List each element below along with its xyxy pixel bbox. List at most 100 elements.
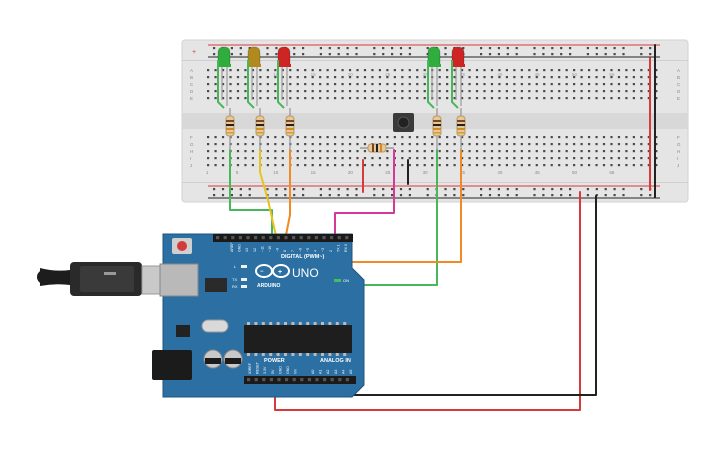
breadboard-hole[interactable] (632, 150, 635, 153)
breadboard-rail-hole[interactable] (399, 53, 403, 56)
breadboard-hole[interactable] (528, 143, 531, 146)
breadboard-rail-hole[interactable] (488, 47, 492, 50)
breadboard-hole[interactable] (498, 76, 501, 79)
breadboard-rail-hole[interactable] (640, 47, 643, 50)
breadboard-hole[interactable] (371, 83, 374, 86)
breadboard-rail-hole[interactable] (444, 188, 447, 191)
breadboard-hole[interactable] (371, 76, 374, 79)
breadboard-hole[interactable] (311, 136, 314, 139)
breadboard-rail-hole[interactable] (346, 194, 349, 197)
breadboard-hole[interactable] (386, 76, 389, 79)
breadboard-hole[interactable] (438, 97, 441, 100)
breadboard-hole[interactable] (348, 76, 352, 79)
breadboard-hole[interactable] (513, 97, 516, 100)
breadboard-rail-hole[interactable] (293, 194, 296, 197)
breadboard-hole[interactable] (266, 90, 269, 93)
pushbutton[interactable] (393, 113, 414, 132)
breadboard-hole[interactable] (573, 143, 576, 146)
breadboard-hole[interactable] (446, 143, 449, 146)
breadboard-hole[interactable] (371, 69, 374, 72)
breadboard-hole[interactable] (207, 143, 210, 146)
breadboard-hole[interactable] (296, 90, 299, 93)
breadboard-hole[interactable] (505, 83, 508, 86)
breadboard-hole[interactable] (423, 143, 426, 146)
breadboard-hole[interactable] (550, 69, 553, 72)
breadboard-hole[interactable] (573, 69, 576, 72)
breadboard-hole[interactable] (647, 90, 650, 93)
breadboard-hole[interactable] (356, 157, 359, 160)
breadboard-hole[interactable] (475, 136, 479, 139)
breadboard-rail-hole[interactable] (649, 47, 652, 50)
breadboard-hole[interactable] (236, 164, 240, 167)
breadboard-hole[interactable] (498, 157, 501, 160)
breadboard-hole[interactable] (438, 136, 441, 139)
breadboard-hole[interactable] (408, 83, 411, 86)
breadboard-rail-hole[interactable] (302, 47, 305, 50)
breadboard-hole[interactable] (602, 143, 606, 146)
breadboard-rail-hole[interactable] (551, 53, 554, 56)
breadboard-rail-hole[interactable] (275, 194, 278, 197)
breadboard-hole[interactable] (311, 69, 314, 72)
breadboard-hole[interactable] (319, 143, 322, 146)
led-red-2[interactable] (451, 46, 465, 109)
breadboard-hole[interactable] (236, 97, 240, 100)
breadboard-rail-hole[interactable] (453, 188, 456, 191)
breadboard-hole[interactable] (281, 164, 284, 167)
breadboard-hole[interactable] (408, 150, 411, 153)
breadboard-hole[interactable] (558, 90, 561, 93)
breadboard-hole[interactable] (401, 164, 404, 167)
breadboard-hole[interactable] (281, 97, 284, 100)
breadboard-hole[interactable] (236, 157, 240, 160)
breadboard-hole[interactable] (453, 157, 456, 160)
breadboard-hole[interactable] (236, 76, 240, 79)
breadboard-rail-hole[interactable] (569, 47, 572, 50)
breadboard-rail-hole[interactable] (622, 188, 625, 191)
breadboard-hole[interactable] (632, 157, 635, 160)
breadboard-hole[interactable] (558, 136, 561, 139)
breadboard-rail-hole[interactable] (328, 188, 331, 191)
breadboard-hole[interactable] (378, 97, 382, 100)
breadboard-hole[interactable] (587, 83, 591, 86)
breadboard-hole[interactable] (244, 164, 247, 167)
breadboard-rail-hole[interactable] (453, 194, 456, 197)
breadboard-hole[interactable] (528, 83, 531, 86)
breadboard-hole[interactable] (296, 136, 299, 139)
breadboard-hole[interactable] (602, 90, 606, 93)
breadboard-hole[interactable] (543, 150, 546, 153)
breadboard-hole[interactable] (595, 150, 598, 153)
breadboard-hole[interactable] (558, 83, 561, 86)
breadboard-rail-hole[interactable] (560, 53, 563, 56)
breadboard-rail-hole[interactable] (319, 47, 322, 50)
breadboard-rail-hole[interactable] (426, 194, 429, 197)
breadboard-hole[interactable] (333, 157, 337, 160)
breadboard-hole[interactable] (214, 143, 217, 146)
breadboard-hole[interactable] (431, 143, 434, 146)
breadboard-rail-hole[interactable] (640, 194, 643, 197)
breadboard-hole[interactable] (468, 83, 471, 86)
breadboard-hole[interactable] (453, 90, 456, 93)
breadboard-rail-hole[interactable] (542, 188, 545, 191)
breadboard-hole[interactable] (408, 143, 411, 146)
breadboard-hole[interactable] (602, 157, 606, 160)
breadboard-rail-hole[interactable] (533, 47, 536, 50)
breadboard-hole[interactable] (520, 143, 523, 146)
breadboard-rail-hole[interactable] (622, 47, 625, 50)
breadboard-hole[interactable] (438, 76, 441, 79)
breadboard-rail-hole[interactable] (213, 53, 216, 56)
breadboard-hole[interactable] (446, 69, 449, 72)
breadboard-hole[interactable] (431, 164, 434, 167)
breadboard-hole[interactable] (244, 157, 247, 160)
breadboard-hole[interactable] (319, 83, 322, 86)
breadboard-hole[interactable] (625, 83, 628, 86)
breadboard-hole[interactable] (647, 97, 650, 100)
breadboard-hole[interactable] (408, 69, 411, 72)
breadboard-hole[interactable] (401, 69, 404, 72)
breadboard-hole[interactable] (468, 76, 471, 79)
breadboard-hole[interactable] (348, 150, 352, 153)
breadboard-hole[interactable] (610, 143, 613, 146)
resistor-5[interactable] (456, 108, 466, 150)
breadboard-hole[interactable] (386, 83, 389, 86)
breadboard-hole[interactable] (319, 164, 322, 167)
breadboard-hole[interactable] (207, 76, 210, 79)
breadboard-hole[interactable] (356, 76, 359, 79)
